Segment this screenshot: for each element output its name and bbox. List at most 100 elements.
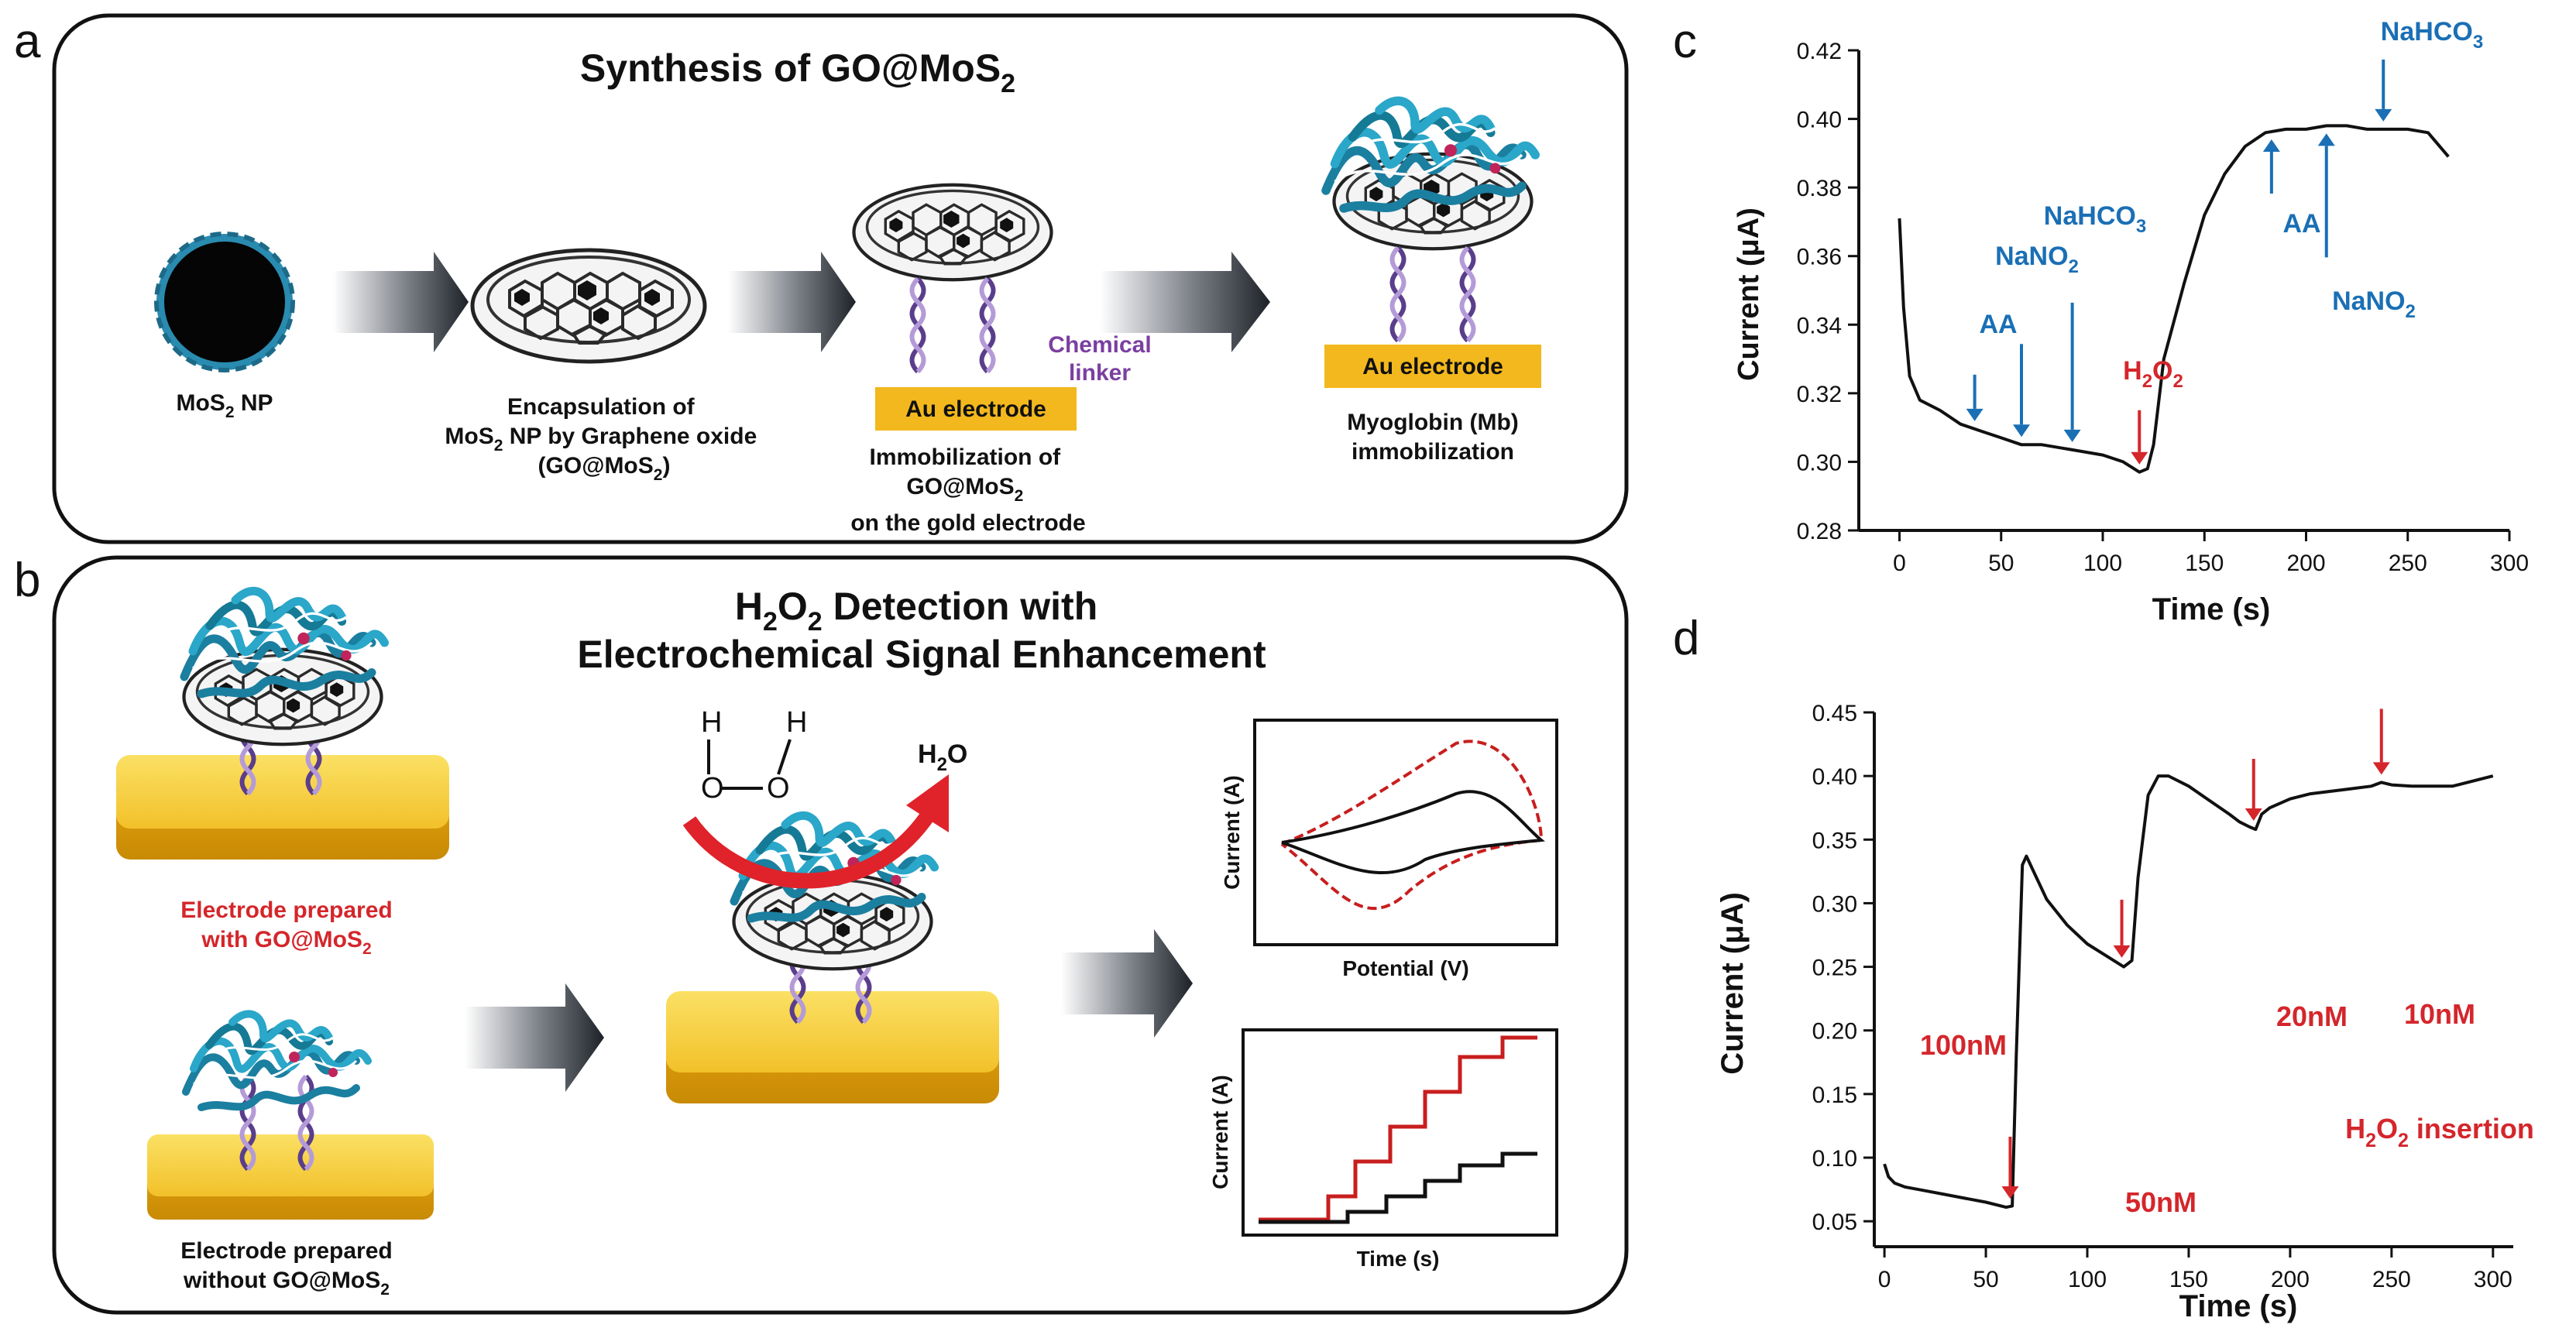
panel-letter-c: c: [1673, 15, 1697, 68]
x-tick-label: 150: [2185, 551, 2224, 576]
panel-a-frame: [52, 13, 1629, 544]
chart-c-ann-aa2: AA: [2282, 209, 2320, 238]
amp-inset-ylabel: Current (A): [1208, 1075, 1232, 1189]
x-tick-label: 0: [1878, 1267, 1891, 1292]
chart-c-ann-nahco3-1: NaHCO3: [2044, 201, 2146, 237]
process-arrow-4: [465, 983, 604, 1092]
au-electrode-label-1: Au electrode: [905, 396, 1046, 422]
reaction-electrode-icon: [666, 815, 999, 1103]
au-electrode-bar-1: [875, 387, 1077, 431]
amp-step-black: [1259, 1151, 1537, 1224]
au-electrode-label-2: Au electrode: [1362, 354, 1503, 379]
annotation-arrow-head: [2001, 1186, 2019, 1199]
chart-c-ann-aa1: AA: [1979, 310, 2017, 339]
panel-letter-d: d: [1673, 612, 1699, 665]
y-tick-label: 0.34: [1797, 313, 1842, 338]
y-tick-label: 0.45: [1812, 701, 1857, 726]
x-tick-label: 150: [2169, 1267, 2208, 1292]
y-tick-label: 0.42: [1797, 39, 1842, 64]
y-tick-label: 0.40: [1797, 108, 1842, 133]
annotation-arrow-head: [2113, 945, 2131, 958]
cv-inset-xlabel: Potential (V): [1342, 956, 1468, 980]
annotation-arrow-head: [2317, 133, 2335, 146]
reaction-arrow: [682, 808, 936, 889]
annotation-arrow-head: [2131, 451, 2148, 465]
y-tick-label: 0.36: [1797, 245, 1842, 270]
chart-d-ann-insertion: H2O2 insertion: [2345, 1113, 2534, 1151]
y-tick-label: 0.15: [1812, 1083, 1857, 1108]
x-tick-label: 300: [2474, 1267, 2512, 1292]
chart-c-ann-nahco3-2: NaHCO3: [2381, 17, 2483, 53]
cage-on-electrode-icon: [854, 185, 1052, 280]
chart-c-ann-nano2-1: NaNO2: [1995, 242, 2079, 277]
y-tick-label: 0.32: [1797, 382, 1842, 407]
chart-c-ylabel: Current (μA): [1733, 208, 1765, 381]
y-tick-label: 0.25: [1812, 956, 1857, 981]
x-tick-label: 250: [2372, 1267, 2411, 1292]
panel-b-title: H2O2 Detection with Electrochemical Sign…: [577, 585, 1266, 676]
annotation-arrow-head: [2262, 139, 2280, 152]
annotation-arrow-head: [2372, 762, 2390, 775]
panel-letter-b: b: [14, 554, 40, 607]
step3-caption: Myoglobin (Mb)immobilization: [1347, 410, 1519, 465]
panel-a-title: Synthesis of GO@MoS2: [580, 46, 1015, 98]
process-arrow-5: [1061, 929, 1193, 1038]
x-tick-label: 0: [1893, 551, 1906, 576]
step2-caption: Immobilization of GO@MoS2 on the gold el…: [850, 444, 1085, 536]
h2o2-h2: H: [786, 706, 807, 739]
process-arrow-1: [333, 252, 469, 352]
chart-c-xlabel: Time (s): [2152, 592, 2271, 626]
mos2-np-label: MoS2 NP: [176, 390, 273, 421]
h2o2-molecule-icon: [707, 739, 792, 790]
chart-d-ann-20nm: 20nM: [2276, 1000, 2348, 1032]
h2o2-h1: H: [701, 706, 722, 739]
chart-c-ann-nano2-2: NaNO2: [2332, 287, 2416, 322]
chart-d-ylabel: Current (μA): [1716, 892, 1750, 1075]
y-tick-label: 0.05: [1812, 1210, 1857, 1235]
amp-inset-xlabel: Time (s): [1357, 1247, 1440, 1271]
annotation-arrow-head: [2063, 429, 2081, 442]
h2o2-o2: O: [767, 772, 790, 805]
y-tick-label: 0.35: [1812, 828, 1857, 853]
x-tick-label: 50: [1973, 1267, 1998, 1292]
x-tick-label: 50: [1988, 551, 2014, 576]
step1-caption: Encapsulation of MoS2 NP by Graphene oxi…: [445, 394, 763, 484]
x-tick-label: 300: [2490, 551, 2529, 576]
data-series-line: [1883, 774, 2494, 1210]
go-mos2-cage-icon: [472, 250, 705, 362]
annotation-arrow-head: [2375, 108, 2392, 122]
y-tick-label: 0.30: [1797, 450, 1842, 475]
x-tick-label: 200: [2286, 551, 2325, 576]
chart-d-ann-50nm: 50nM: [2125, 1186, 2196, 1218]
electrode-without-go-icon: [147, 1014, 434, 1220]
cv-curve-red: [1280, 739, 1544, 910]
data-series-line: [1898, 124, 2450, 474]
y-tick-label: 0.10: [1812, 1146, 1857, 1172]
x-tick-label: 100: [2068, 1267, 2107, 1292]
annotation-arrow-head: [2245, 808, 2262, 822]
reaction-arrow-head: [906, 774, 949, 832]
y-tick-label: 0.40: [1812, 764, 1857, 790]
y-tick-label: 0.38: [1797, 176, 1842, 201]
y-tick-label: 0.28: [1797, 519, 1842, 544]
amp-step-red: [1259, 1035, 1537, 1222]
electrode-with-go-icon: [116, 591, 449, 860]
y-tick-label: 0.20: [1812, 1019, 1857, 1045]
chart-c-ann-h2o2: H2O2: [2123, 356, 2183, 392]
annotation-arrow-head: [2013, 424, 2030, 438]
x-tick-label: 250: [2389, 551, 2427, 576]
h2o2-o1: O: [701, 772, 724, 805]
process-arrow-3: [1100, 252, 1270, 352]
cv-inset: [1253, 719, 1558, 946]
annotation-arrow-head: [1966, 408, 1984, 421]
x-tick-label: 100: [2083, 551, 2122, 576]
panel-letter-a: a: [14, 15, 41, 68]
chart-d-xlabel: Time (s): [2179, 1289, 2298, 1323]
chart-c: 0 50 100 150 200 250 300 0.28 0.30 0.32 0.34 0.36 0.…: [1797, 39, 2529, 576]
chart-d-ann-10nm: 10nM: [2404, 998, 2475, 1030]
cv-curve-black: [1281, 790, 1545, 874]
